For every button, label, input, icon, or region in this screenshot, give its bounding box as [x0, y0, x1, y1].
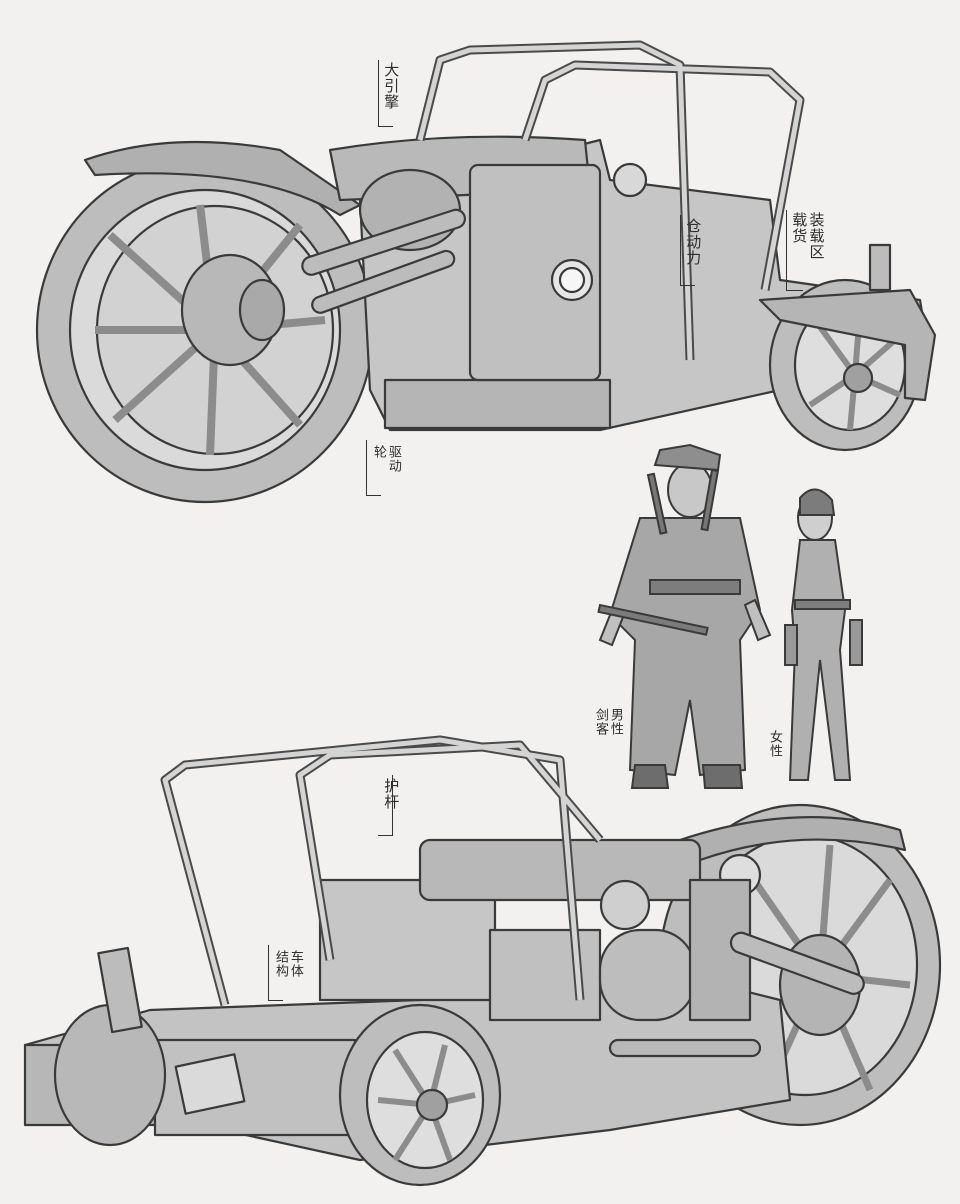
top-big-wheel	[35, 140, 375, 504]
annotation-body-bottom: 车体 结构	[272, 950, 303, 978]
annotation-roll-cage-bottom: 护杆	[382, 778, 401, 810]
annotation-woman: 女性	[766, 730, 782, 758]
annotation-bracket	[378, 60, 393, 127]
annotation-boiler-top: 仓动力	[684, 218, 703, 266]
top-vehicle	[35, 40, 937, 504]
annotation-bracket	[268, 945, 283, 1001]
character-man	[597, 443, 772, 789]
annotation-cargo-top: 装载区 载货	[790, 212, 826, 260]
top-front-wheel	[758, 243, 937, 452]
annotation-roll-cage-top: 大引擎	[382, 62, 401, 110]
annotation-wheel-hub-top: 驱动 轮	[370, 445, 401, 473]
annotation-bracket	[680, 215, 695, 286]
annotation-bracket	[786, 210, 803, 291]
bottom-vehicle	[23, 735, 942, 1187]
bottom-front-wheel	[338, 1003, 502, 1187]
annotation-man: 男性 剑客	[592, 708, 623, 736]
annotation-bracket	[366, 440, 381, 496]
character-woman	[784, 488, 863, 781]
